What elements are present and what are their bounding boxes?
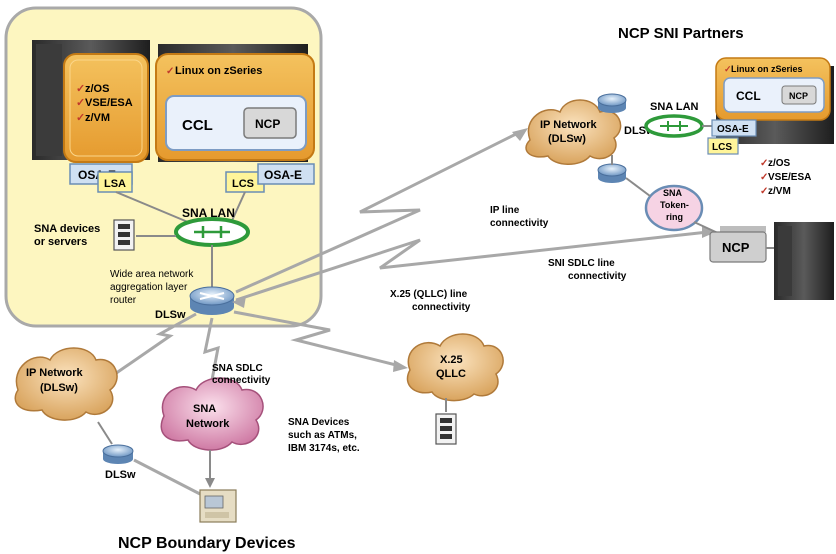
partner-ncp-box: [781, 85, 817, 105]
router-desc: Wide area network: [110, 269, 194, 280]
sni-sdlc-label: SNI SDLC line: [548, 258, 615, 269]
router-desc: router: [110, 295, 137, 306]
lcs-label: LCS: [232, 178, 254, 190]
diagram-text: Network: [186, 418, 230, 430]
partner-ncp-label: NCP: [789, 91, 808, 101]
ip-network-cloud-right: IP Network (DLSw): [525, 99, 622, 165]
partner-os-list: ✓ z/OS ✓ VSE/ESA ✓ z/VM: [760, 158, 811, 197]
sna-devices-atm-label: SNA Devices: [288, 417, 350, 428]
diagram-text: IP Network: [26, 367, 84, 379]
os-list: ✓ z/OS ✓ VSE/ESA ✓ z/VM: [76, 83, 133, 124]
os-item: z/VM: [85, 112, 110, 124]
diagram-text: z/VM: [768, 186, 791, 197]
partner-ccl-label: CCL: [736, 89, 761, 103]
ncp-label: NCP: [255, 117, 280, 131]
router-icon: [597, 93, 627, 113]
ccl-label: CCL: [182, 117, 213, 134]
diagram-text: ✓: [760, 186, 768, 197]
router-dlsw-label: DLSw: [155, 309, 186, 321]
boundary-title: NCP Boundary Devices: [118, 535, 296, 552]
diagram-text: ring: [666, 212, 683, 222]
linux-label: Linux on zSeries: [175, 65, 262, 77]
partner-linux-label: Linux on zSeries: [731, 64, 803, 74]
diagram-text: ✓: [76, 112, 85, 124]
diagram-text: IP Network: [540, 119, 598, 131]
sna-network-cloud: SNA Network: [160, 377, 264, 451]
diagram-text: ✓: [724, 64, 732, 74]
partner-osa-label: OSA-E: [717, 124, 749, 135]
diagram-text: z/OS: [768, 158, 791, 169]
ip-line-label: IP line: [490, 205, 520, 216]
lsa-label: LSA: [104, 178, 126, 190]
osa-right-box: [257, 163, 315, 185]
sna-lan-label: SNA LAN: [182, 206, 235, 220]
sna-devices-label: SNA devices: [34, 223, 100, 235]
os-box: [63, 53, 149, 163]
diagram-text: X.25: [440, 354, 463, 366]
ip-line-label: connectivity: [490, 218, 549, 229]
partner-mainframe-lower-icon: [774, 222, 834, 300]
diagram-text: ✓: [76, 83, 85, 95]
router-icon: [102, 444, 134, 464]
server-icon: [435, 413, 457, 445]
diagram-text: NCP: [722, 240, 750, 255]
server-icon: [113, 219, 135, 251]
router-icon: [189, 286, 235, 315]
sna-lan-ring-icon: [174, 217, 250, 247]
partner-lcs-box: [707, 137, 739, 155]
diagram-text: ✓: [166, 66, 174, 77]
sna-devices-label: or servers: [34, 236, 87, 248]
diagram-text: (DLSw): [548, 133, 586, 145]
x25-line-label: connectivity: [412, 302, 471, 313]
sna-devices-atm-label: such as ATMs,: [288, 430, 357, 441]
os-item: z/OS: [85, 83, 109, 95]
sna-sdlc-label: connectivity: [212, 375, 271, 386]
diagram-text: SNA: [193, 403, 216, 415]
diagram-text: SNA: [663, 188, 683, 198]
router-icon: [597, 163, 627, 183]
diagram-text: ✓: [76, 97, 85, 109]
diagram-text: ✓: [760, 158, 768, 169]
token-ring-icon: SNA Token- ring: [644, 184, 704, 232]
diagram-text: (DLSw): [40, 382, 78, 394]
lsa-box: [97, 171, 133, 193]
partner-osa-box: [711, 119, 757, 137]
sna-sdlc-label: SNA SDLC: [212, 363, 263, 374]
atm-terminal-icon: [199, 489, 237, 523]
os-item: VSE/ESA: [85, 97, 133, 109]
sna-devices-atm-label: IBM 3174s, etc.: [288, 443, 360, 454]
diagram-text: VSE/ESA: [768, 172, 811, 183]
router-desc: aggregation layer: [110, 282, 188, 293]
x25-line-label: X.25 (QLLC) line: [390, 289, 468, 300]
partner-sna-lan-label: SNA LAN: [650, 101, 699, 113]
ncp-box: [243, 107, 297, 139]
partners-title: NCP SNI Partners: [618, 25, 744, 42]
osa-right-label: OSA-E: [264, 168, 302, 182]
partner-ncp-device: NCP: [709, 226, 767, 263]
x25-cloud: X.25 QLLC: [406, 333, 504, 402]
sni-sdlc-label: connectivity: [568, 271, 627, 282]
partner-lcs-label: LCS: [712, 142, 732, 153]
diagram-text: Token-: [660, 200, 689, 210]
boundary-dlsw-label: DLSw: [105, 469, 136, 481]
diagram-text: ✓: [760, 172, 768, 183]
sna-lan-ring-icon: [644, 114, 704, 138]
diagram-text: QLLC: [436, 368, 466, 380]
ip-network-cloud-left: IP Network (DLSw): [14, 347, 118, 421]
